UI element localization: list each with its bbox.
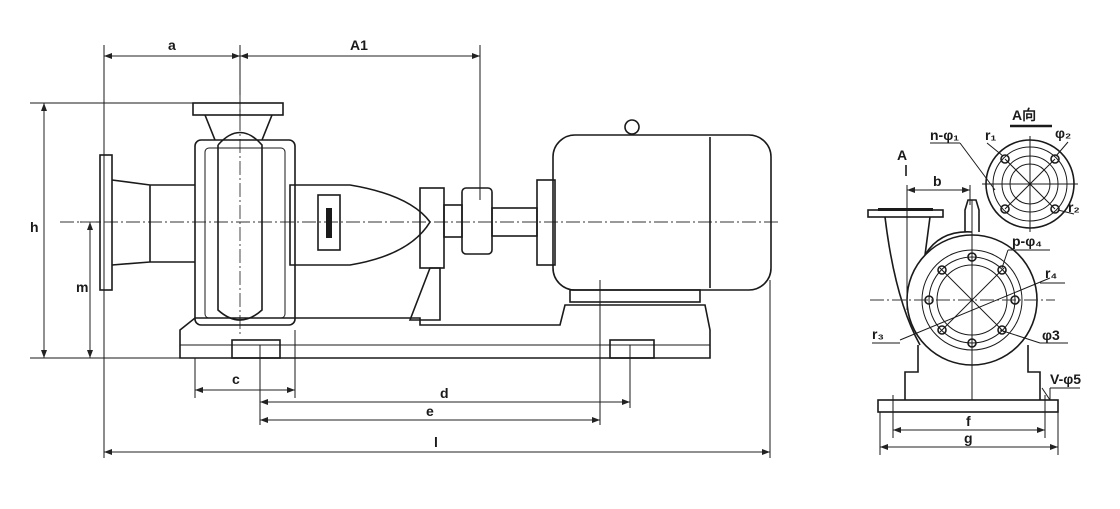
label-b: b: [933, 173, 942, 189]
label-v-phi5: V-φ5: [1050, 371, 1081, 387]
label-f: f: [966, 413, 971, 429]
label-c: c: [232, 371, 240, 387]
label-r4: r₄: [1045, 265, 1057, 281]
label-r3: r₃: [872, 326, 884, 342]
label-l: l: [434, 434, 438, 450]
view-marker-A: A: [897, 147, 907, 163]
label-r1: r₁: [985, 127, 996, 143]
motor: [552, 134, 772, 291]
label-phi3: φ3: [1042, 327, 1060, 343]
side-baseplate: [877, 399, 1059, 413]
label-m: m: [76, 279, 88, 295]
view-title: A向: [1012, 107, 1036, 123]
label-phi2: φ₂: [1055, 125, 1071, 141]
label-a: a: [168, 37, 176, 53]
volute-casing: [194, 139, 296, 326]
coupling: [461, 187, 493, 255]
label-A1: A1: [350, 37, 368, 53]
side-view: A A向 n-φ₁ r₁ φ₂ r₂ b: [867, 107, 1081, 455]
label-g: g: [964, 430, 973, 446]
label-r2: r₂: [1068, 199, 1080, 215]
main-view: a A1 h m c d e l: [30, 37, 780, 458]
label-d: d: [440, 385, 449, 401]
label-e: e: [426, 403, 434, 419]
discharge-flange-side: [867, 209, 944, 218]
lifting-eye: [624, 119, 640, 135]
inlet-flange: [99, 154, 113, 291]
baseplate: [179, 304, 711, 359]
label-h: h: [30, 219, 39, 235]
flange-detail-A: [982, 136, 1078, 232]
bearing-bracket: [289, 184, 431, 266]
label-n-phi1: n-φ₁: [930, 127, 959, 143]
label-p-phi4: p-φ₄: [1012, 233, 1042, 249]
discharge-flange: [192, 102, 284, 116]
